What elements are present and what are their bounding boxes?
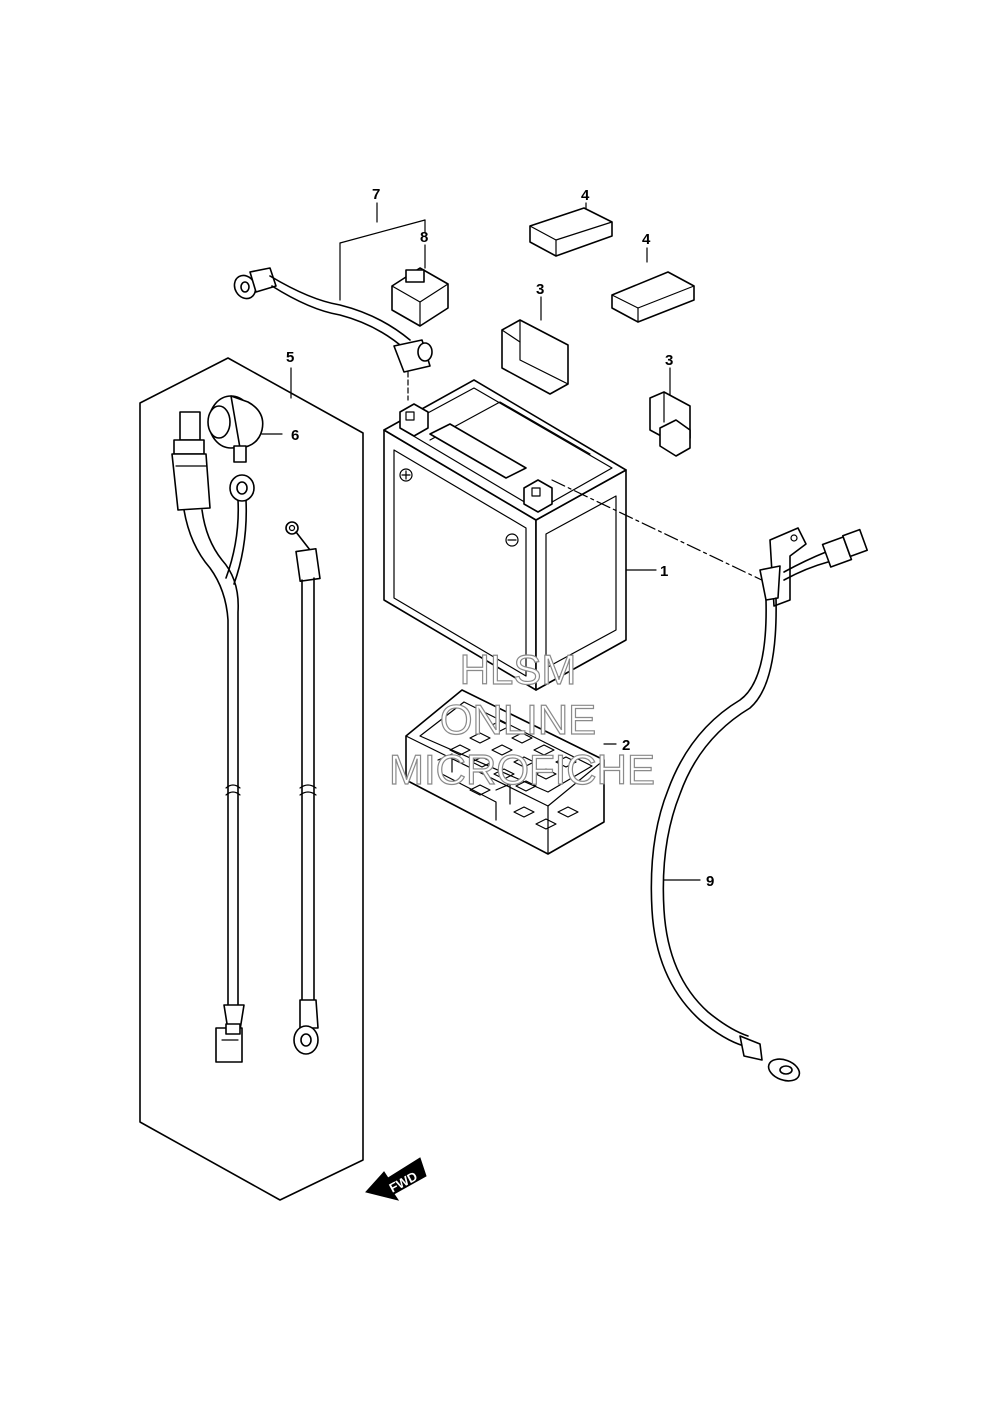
callout-1: 1 bbox=[660, 563, 668, 580]
callout-9: 9 bbox=[706, 873, 714, 890]
callout-3a: 3 bbox=[536, 281, 544, 298]
battery[interactable] bbox=[383, 379, 769, 691]
terminal-cover-a[interactable] bbox=[501, 296, 569, 395]
callout-2: 2 bbox=[622, 737, 630, 754]
fwd-label: FWD bbox=[387, 1168, 420, 1195]
terminal-cover-b[interactable] bbox=[649, 367, 691, 457]
battery-lead[interactable] bbox=[230, 202, 433, 401]
callout-4b: 4 bbox=[642, 231, 651, 248]
callout-3b: 3 bbox=[665, 352, 673, 369]
pad-b[interactable] bbox=[611, 247, 695, 323]
earth-lead[interactable] bbox=[650, 527, 869, 1085]
battery-tray[interactable] bbox=[405, 689, 617, 855]
watermark-line3: MICROFICHE bbox=[389, 746, 655, 793]
sub-lead[interactable] bbox=[285, 521, 321, 1055]
callout-5: 5 bbox=[286, 349, 294, 366]
relay[interactable] bbox=[207, 395, 283, 463]
callout-labels: 7 8 4 4 3 3 5 6 1 2 9 bbox=[286, 186, 714, 890]
pad-a[interactable] bbox=[529, 202, 613, 257]
callout-6: 6 bbox=[291, 427, 299, 444]
kit-frame bbox=[139, 357, 364, 1201]
callout-8: 8 bbox=[420, 229, 428, 246]
watermark-line1: HLSM bbox=[460, 646, 577, 693]
watermark-line2: ONLINE bbox=[440, 696, 596, 743]
wire-harness[interactable] bbox=[171, 411, 255, 1063]
fwd-arrow-icon: FWD bbox=[365, 1157, 427, 1201]
terminal-cap[interactable] bbox=[391, 244, 449, 327]
watermark: HLSM ONLINE MICROFICHE bbox=[388, 645, 655, 793]
callout-7: 7 bbox=[372, 186, 380, 203]
callout-4a: 4 bbox=[581, 187, 590, 204]
